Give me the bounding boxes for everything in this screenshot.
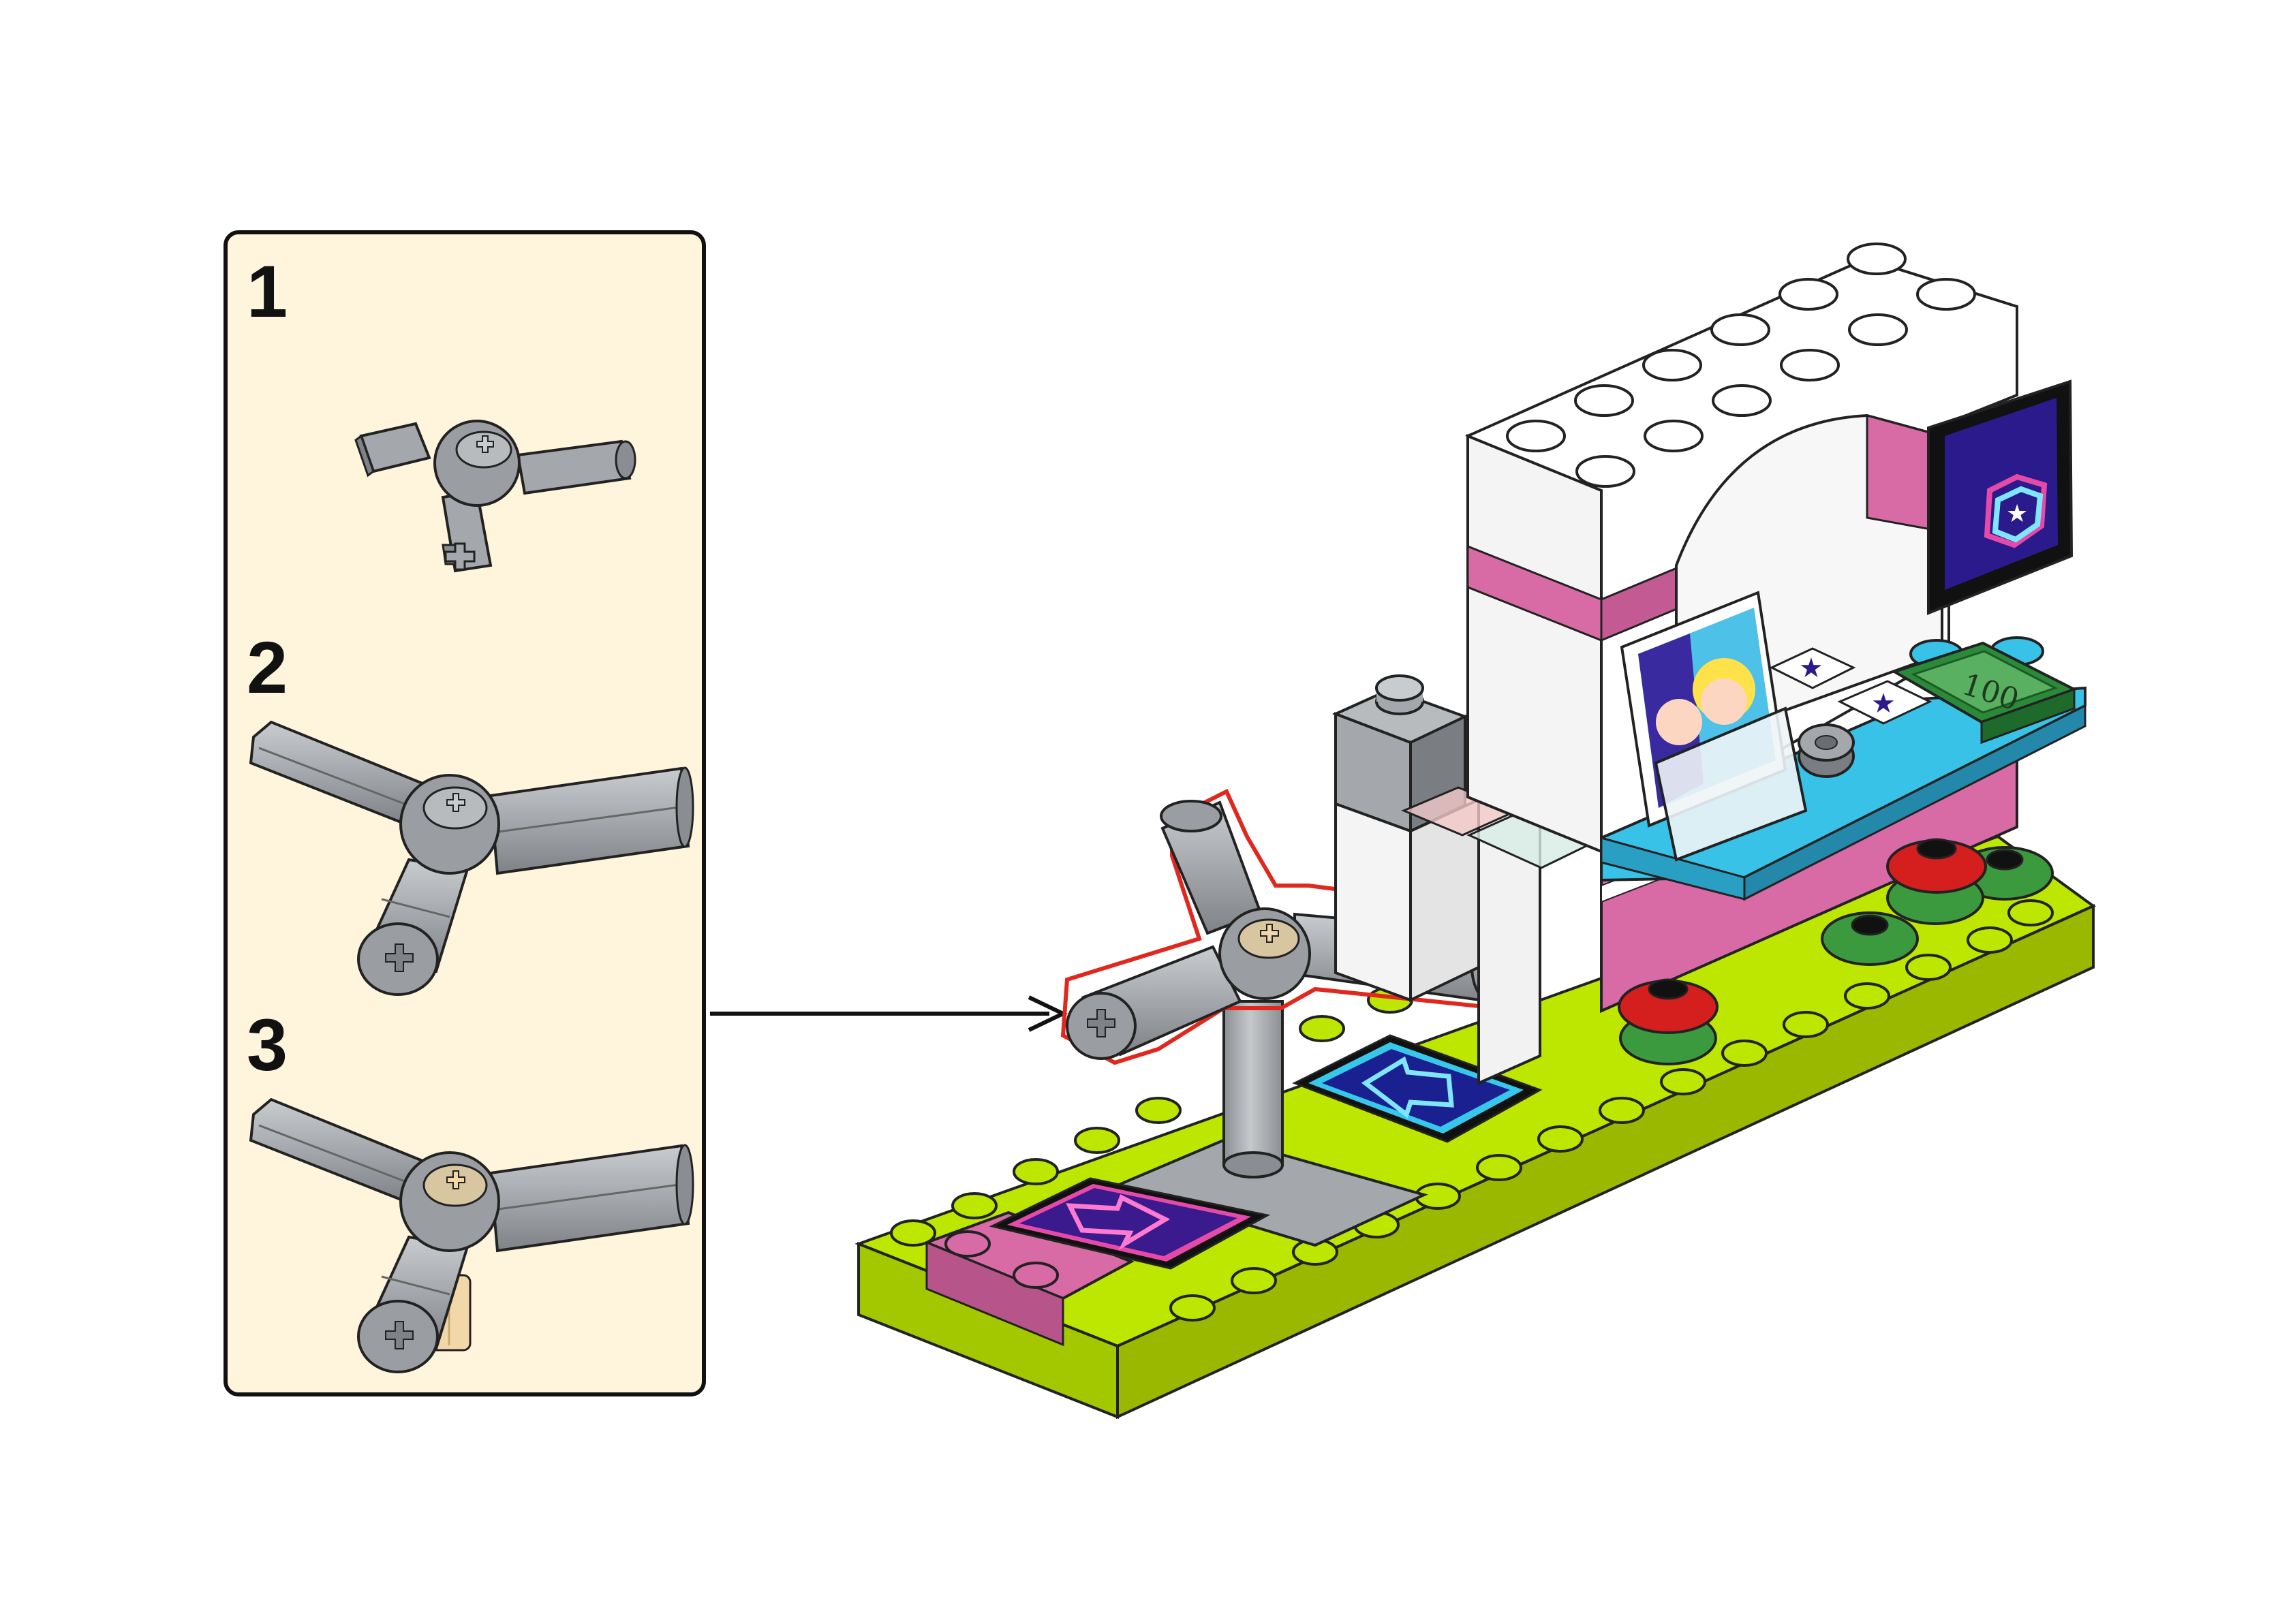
- substep-number-2: 2: [247, 626, 288, 708]
- flowers: [1618, 838, 2054, 1065]
- neon-emblem-tile: ★: [1927, 379, 2074, 615]
- baseplate-studs: [890, 899, 2054, 1322]
- clear-panel: [1654, 706, 1808, 862]
- substep-1-connector-short: [354, 420, 636, 573]
- substep-3-connector-with-pin: [249, 1097, 694, 1373]
- arrow-tile-down-right: [989, 1177, 1271, 1270]
- money-tile: 100: [1891, 641, 2078, 745]
- arrow-tile-up-left: [1292, 1034, 1543, 1143]
- main-model: ★ ★ 100 ★: [854, 243, 2096, 1420]
- white-column: [1334, 780, 1541, 1086]
- svg-text:★: ★: [2006, 500, 2028, 528]
- substep-number-1: 1: [247, 250, 288, 332]
- spinner-post: [1222, 1000, 1284, 1178]
- round-gray-tile: [1798, 723, 1855, 778]
- svg-text:★: ★: [1871, 688, 1896, 719]
- star-tiles: ★ ★: [1769, 647, 1932, 725]
- substep-2-connector-long: [249, 720, 694, 996]
- substep-number-3: 3: [247, 1003, 288, 1086]
- callout-arrow: [710, 995, 1068, 1032]
- svg-text:★: ★: [1799, 653, 1823, 684]
